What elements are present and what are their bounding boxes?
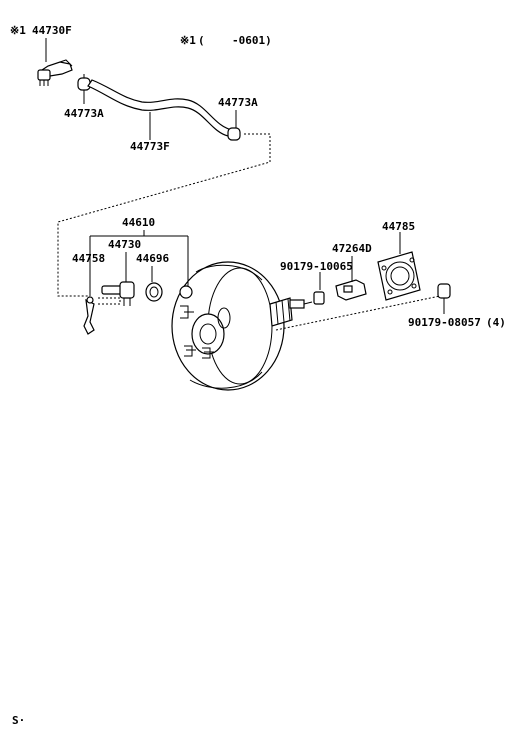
seal-part xyxy=(335,279,367,301)
label-nut-mount-qty: (4) xyxy=(486,316,506,329)
label-hose[interactable]: 44773F xyxy=(130,140,170,153)
label-clamp-left[interactable]: 44773A xyxy=(64,107,104,120)
gasket-plate-part xyxy=(377,251,421,301)
label-gasket-plate[interactable]: 44785 xyxy=(382,220,415,233)
label-check-valve[interactable]: 44730 xyxy=(108,238,141,251)
grommet-part xyxy=(145,282,163,302)
applicability-note: ※1 ( -0601) xyxy=(180,34,272,47)
diagram-code: S· xyxy=(12,714,25,727)
hose-union-part xyxy=(37,59,73,86)
nut-small-part xyxy=(313,291,325,305)
label-seal[interactable]: 47264D xyxy=(332,242,372,255)
label-hose-union[interactable]: 44730F xyxy=(32,24,72,37)
label-booster-assy[interactable]: 44610 xyxy=(122,216,155,229)
note-range: -0601) xyxy=(232,34,272,47)
note-symbol: ※1 xyxy=(180,34,196,47)
clip-part xyxy=(83,296,95,335)
nut-mount-part xyxy=(437,283,451,299)
clamp-left-part xyxy=(77,74,91,91)
label-grommet[interactable]: 44696 xyxy=(136,252,169,265)
label-nut-small[interactable]: 90179-10065 xyxy=(280,260,353,273)
label-nut-mount[interactable]: 90179-08057 xyxy=(408,316,481,329)
label-hose-union-prefix: ※1 xyxy=(10,24,26,37)
note-open: ( xyxy=(198,34,205,47)
label-clip[interactable]: 44758 xyxy=(72,252,105,265)
brake-booster-part xyxy=(171,261,313,391)
check-valve-part xyxy=(101,281,135,306)
vacuum-hose-part xyxy=(87,79,233,137)
clamp-right-part xyxy=(227,127,241,141)
label-clamp-right[interactable]: 44773A xyxy=(218,96,258,109)
